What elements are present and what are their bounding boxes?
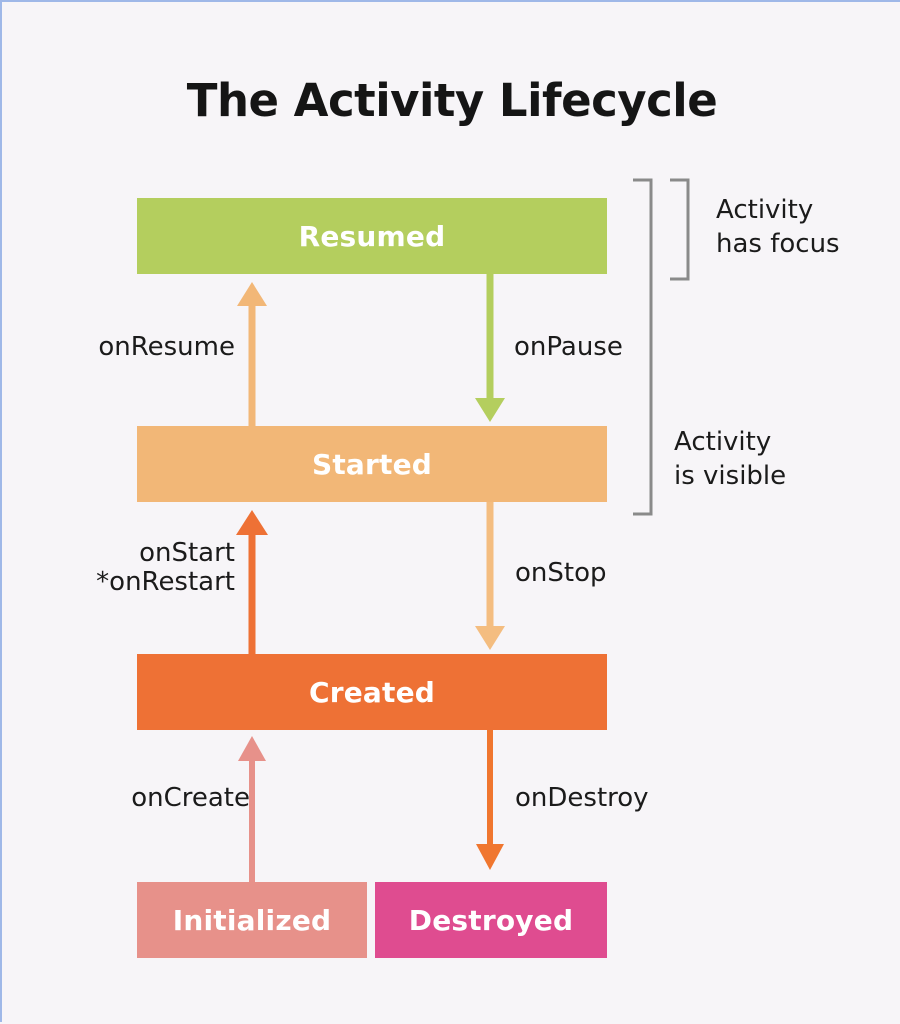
- arrow-onresume: [237, 282, 267, 426]
- state-label-created: Created: [308, 675, 436, 709]
- state-box-created[interactable]: Created: [137, 654, 607, 730]
- annotation-is-visible-line2: is visible: [674, 460, 787, 491]
- annotation-has-focus-line1: Activity: [716, 195, 814, 225]
- arrow-onstop: [475, 502, 505, 650]
- arrow-ondestroy: [476, 730, 504, 870]
- annotation-is-visible: Activity is visible: [674, 426, 786, 494]
- transition-label-onrestart-line2: *onRestart: [96, 567, 235, 598]
- transition-label-onstart-line1: onStart: [139, 538, 235, 568]
- page-title: The Activity Lifecycle: [186, 74, 718, 127]
- state-box-resumed[interactable]: Resumed: [137, 198, 607, 274]
- state-box-initialized[interactable]: Initialized: [137, 882, 367, 958]
- arrow-onstart: [236, 510, 268, 654]
- transition-label-onstart: onStart *onRestart: [96, 538, 235, 598]
- arrow-onpause: [475, 274, 505, 422]
- state-label-resumed: Resumed: [298, 219, 446, 253]
- transition-label-onresume: onResume: [98, 332, 235, 362]
- bracket-has-focus: [670, 178, 690, 281]
- transition-label-onstop: onStop: [515, 558, 607, 588]
- transition-label-ondestroy: onDestroy: [515, 783, 649, 813]
- state-label-initialized: Initialized: [172, 903, 332, 937]
- state-label-destroyed: Destroyed: [408, 903, 574, 937]
- annotation-is-visible-line1: Activity: [674, 427, 772, 457]
- state-box-started[interactable]: Started: [137, 426, 607, 502]
- transition-label-oncreate: onCreate: [131, 783, 250, 813]
- state-label-started: Started: [311, 447, 433, 481]
- annotation-has-focus: Activity has focus: [716, 194, 840, 262]
- state-box-destroyed[interactable]: Destroyed: [375, 882, 607, 958]
- transition-label-onpause: onPause: [514, 332, 623, 362]
- annotation-has-focus-line2: has focus: [716, 228, 840, 259]
- bracket-is-visible: [633, 178, 653, 516]
